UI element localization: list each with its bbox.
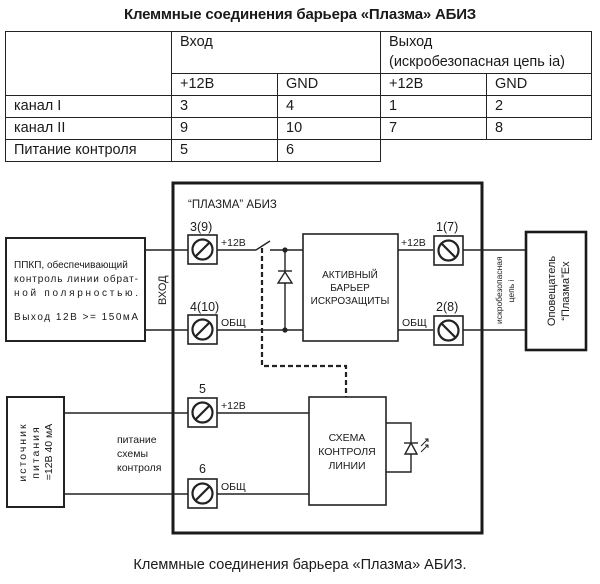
table-row: Питание контроля 5 6 bbox=[5, 139, 592, 162]
ppkp-text-line5: Выход 12В >= 150мА bbox=[14, 312, 138, 323]
control-text-line2: КОНТРОЛЯ bbox=[318, 446, 375, 458]
ppkp-box bbox=[5, 237, 146, 342]
control-power-label-line3: контроля bbox=[117, 462, 161, 474]
screw-terminal-1 bbox=[432, 234, 465, 267]
control-power-label-line1: питание bbox=[117, 434, 157, 446]
led-emission-arrow bbox=[420, 438, 429, 447]
safe-circuit-label-line1: искробезопасная bbox=[494, 256, 504, 324]
device-enclosure bbox=[171, 181, 484, 535]
header-output-line2: (искробезопасная цепь ia) bbox=[389, 54, 565, 70]
screw-terminal-5 bbox=[186, 396, 219, 429]
common-label-4: ОБЩ bbox=[221, 317, 246, 329]
led-loop-wire bbox=[386, 422, 412, 473]
row-label: канал II bbox=[5, 117, 172, 140]
plus-label-3: +12В bbox=[221, 237, 246, 249]
annunciator-box bbox=[524, 230, 588, 352]
annunciator-text-line1: Оповещатель bbox=[546, 256, 558, 326]
terminal-table: Вход Выход (искробезопасная цепь ia) +12… bbox=[5, 31, 592, 162]
empty-cell bbox=[380, 139, 592, 162]
control-box bbox=[308, 396, 387, 506]
junction-dot bbox=[282, 247, 288, 253]
led-arrowhead bbox=[425, 438, 429, 442]
control-text-line3: ЛИНИИ bbox=[328, 460, 365, 472]
table-header-row: Вход Выход (искробезопасная цепь ia) bbox=[5, 31, 592, 96]
table-title: Клеммные соединения барьера «Плазма» АБИ… bbox=[123, 6, 476, 23]
diode-icon bbox=[276, 270, 294, 284]
row-label: Питание контроля bbox=[5, 139, 172, 162]
power-text-line2: питания bbox=[30, 425, 42, 478]
screw-terminal-3 bbox=[186, 233, 219, 266]
control-text-line1: СХЕМА bbox=[329, 432, 366, 444]
table-row: канал II 9 10 7 8 bbox=[5, 117, 592, 140]
terminal-6-label: 6 bbox=[199, 462, 206, 476]
power-text-line1: источник bbox=[17, 422, 29, 481]
barrier-text-line1: АКТИВНЫЙ bbox=[322, 268, 378, 281]
common-label-6: ОБЩ bbox=[221, 481, 246, 493]
common-label-2: ОБЩ bbox=[402, 317, 427, 329]
header-output-line1: Выход bbox=[389, 34, 433, 50]
ppkp-text-line1: ППКП, обеспечивающий bbox=[14, 259, 128, 271]
plus-label-1: +12В bbox=[401, 237, 426, 249]
switch-blade bbox=[255, 240, 271, 251]
terminal-2-label: 2(8) bbox=[436, 300, 458, 314]
ppkp-text-line2: контроль линии обрат- bbox=[14, 273, 138, 285]
input-label: ВХОД bbox=[157, 275, 169, 305]
led-emission-arrow bbox=[420, 444, 429, 453]
led-arrowhead bbox=[425, 444, 429, 448]
junction-dot bbox=[282, 327, 288, 333]
terminal-3-label: 3(9) bbox=[190, 220, 212, 234]
barrier-box bbox=[302, 233, 399, 342]
screw-terminal-4 bbox=[186, 313, 219, 346]
power-text-line3: =12В 40 мА bbox=[43, 424, 55, 481]
screw-terminal-2 bbox=[432, 314, 465, 347]
table-subheader-row: +12В GND +12В GND bbox=[6, 73, 592, 96]
terminal-5-label: 5 bbox=[199, 382, 206, 396]
control-dashed-line bbox=[260, 248, 348, 397]
barrier-text-line3: ИСКРОЗАЩИТЫ bbox=[311, 296, 390, 307]
table-corner-cell bbox=[5, 31, 172, 96]
subheader-cell: GND bbox=[486, 73, 592, 96]
subheader-cell: GND bbox=[277, 73, 381, 96]
subheader-cell: +12В bbox=[380, 73, 487, 96]
device-title: “ПЛАЗМА” АБИЗ bbox=[188, 199, 277, 211]
screw-terminal-6 bbox=[186, 477, 219, 510]
led-icon bbox=[403, 441, 419, 455]
figure-caption: Клеммные соединения барьера «Плазма» АБИ… bbox=[133, 557, 467, 573]
power-source-box bbox=[6, 396, 65, 508]
plus-label-5: +12В bbox=[221, 400, 246, 412]
terminal-1-label: 1(7) bbox=[436, 220, 458, 234]
terminal-4-label: 4(10) bbox=[190, 300, 219, 314]
control-power-label-line2: схемы bbox=[117, 448, 148, 460]
annunciator-text-line2: “Плазма”Ex bbox=[560, 261, 572, 321]
barrier-text-line2: БАРЬЕР bbox=[330, 283, 370, 294]
safe-circuit-label-line2: цепь i bbox=[506, 280, 516, 303]
header-input: Вход bbox=[171, 31, 381, 74]
